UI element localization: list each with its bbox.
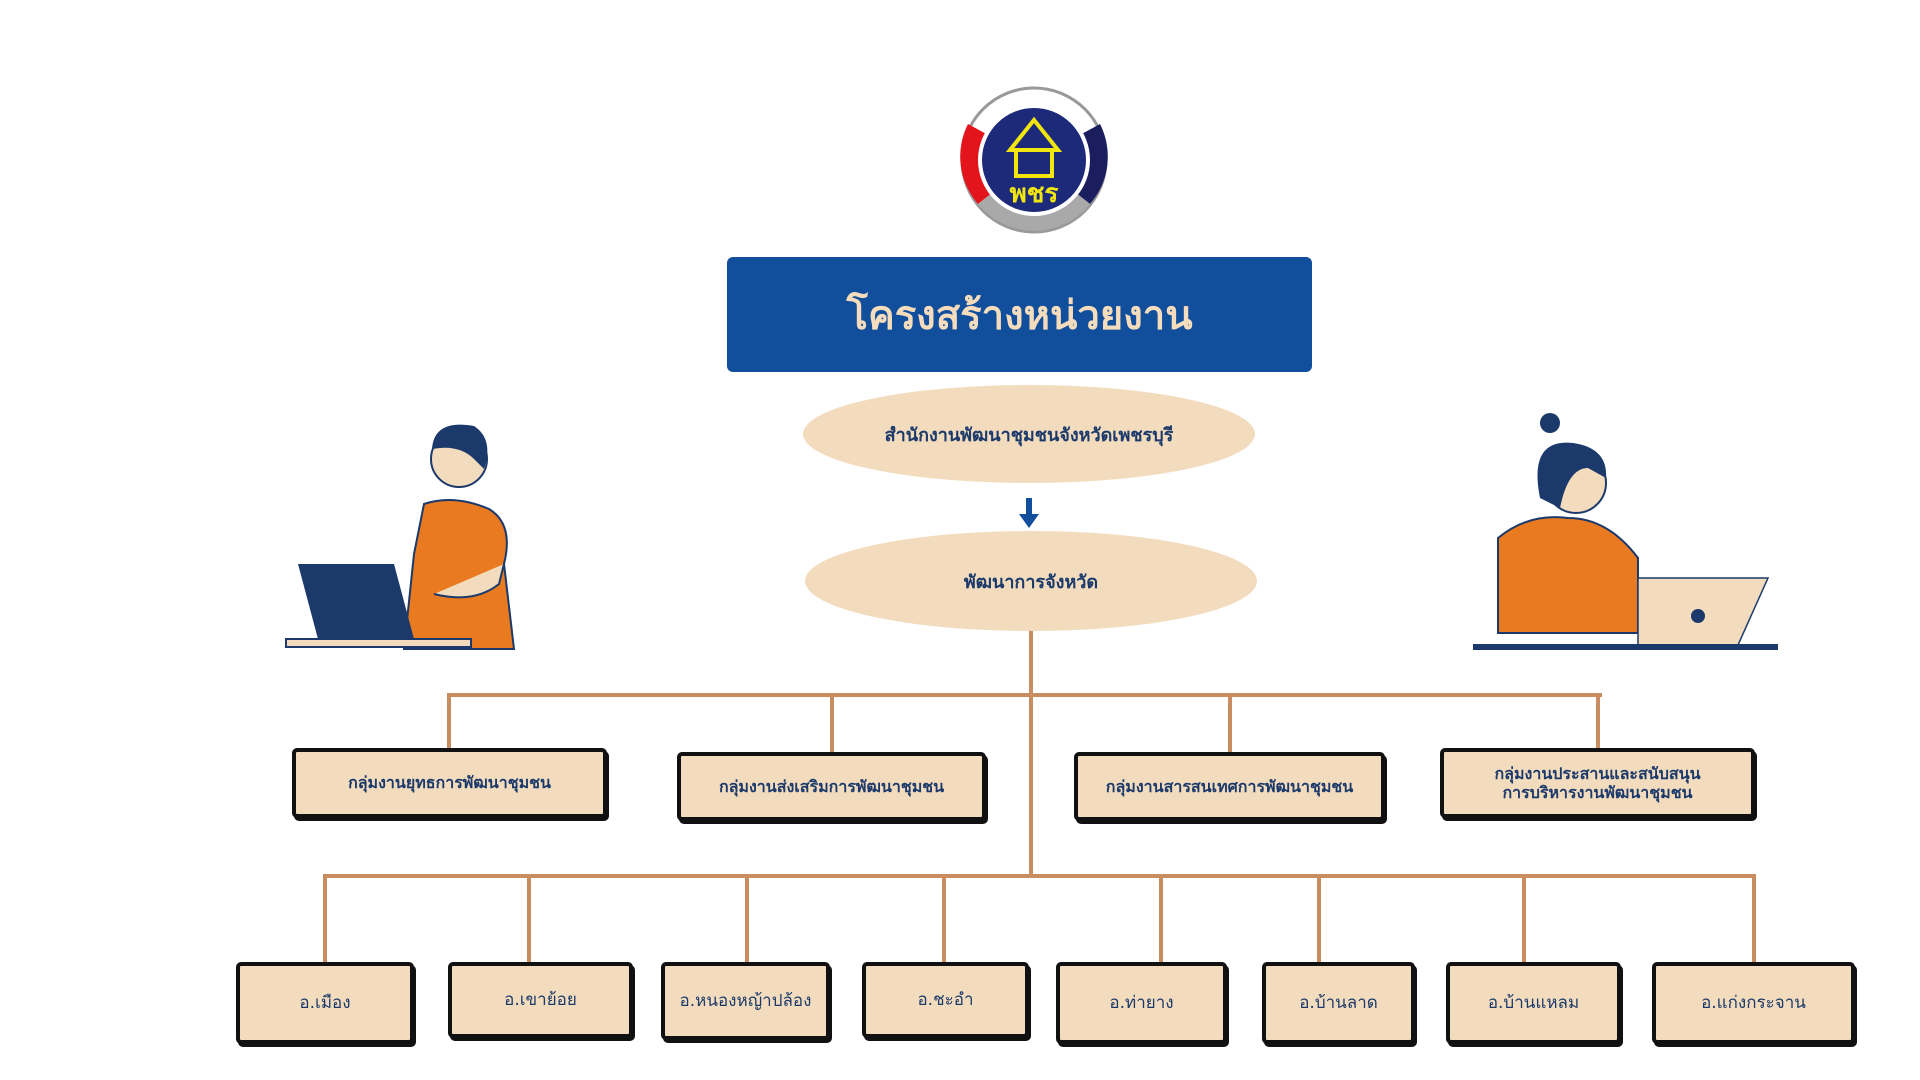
connector-drop bbox=[447, 693, 451, 749]
organization-logo: พชร bbox=[960, 86, 1108, 234]
group-box: กลุ่มงานสารสนเทศการพัฒนาชุมชน bbox=[1074, 752, 1385, 821]
connector-trunk bbox=[1029, 631, 1033, 878]
district-box: อ.บ้านแหลม bbox=[1446, 962, 1621, 1044]
connector-drop bbox=[830, 693, 834, 753]
man-with-laptop-illustration bbox=[285, 424, 516, 650]
head-node: พัฒนาการจังหวัด bbox=[805, 531, 1257, 631]
connector-drop bbox=[1596, 693, 1600, 749]
connector-groups bbox=[449, 693, 1602, 697]
connector-drop bbox=[323, 874, 327, 962]
district-box: อ.แก่งกระจาน bbox=[1652, 962, 1855, 1044]
connector-drop bbox=[942, 874, 946, 962]
logo-lettering: พชร bbox=[1010, 179, 1059, 209]
connector-drop bbox=[527, 874, 531, 962]
district-box: อ.บ้านลาด bbox=[1262, 962, 1415, 1044]
page-title: โครงสร้างหน่วยงาน bbox=[727, 257, 1312, 372]
connector-drop bbox=[1522, 874, 1526, 962]
district-box: อ.เมือง bbox=[236, 962, 414, 1044]
connector-drop bbox=[1159, 874, 1163, 962]
group-box: กลุ่มงานประสานและสนับสนุน การบริหารงานพั… bbox=[1440, 748, 1755, 818]
group-box: กลุ่มงานส่งเสริมการพัฒนาชุมชน bbox=[677, 752, 986, 821]
district-box: อ.ท่ายาง bbox=[1056, 962, 1227, 1044]
connector-districts bbox=[323, 874, 1756, 878]
district-box: อ.เขาย้อย bbox=[448, 962, 633, 1038]
office-node: สำนักงานพัฒนาชุมชนจังหวัดเพชรบุรี bbox=[803, 385, 1255, 483]
connector-drop bbox=[1317, 874, 1321, 962]
woman-with-laptop-illustration bbox=[1473, 413, 1778, 650]
connector-drop bbox=[745, 874, 749, 962]
group-box: กลุ่มงานยุทธการพัฒนาชุมชน bbox=[292, 748, 607, 818]
connector-drop bbox=[1752, 874, 1756, 962]
district-box: อ.หนองหญ้าปล้อง bbox=[661, 962, 830, 1040]
arrow-down-icon bbox=[1019, 498, 1039, 528]
district-box: อ.ชะอำ bbox=[862, 962, 1029, 1038]
connector-drop bbox=[1228, 693, 1232, 753]
